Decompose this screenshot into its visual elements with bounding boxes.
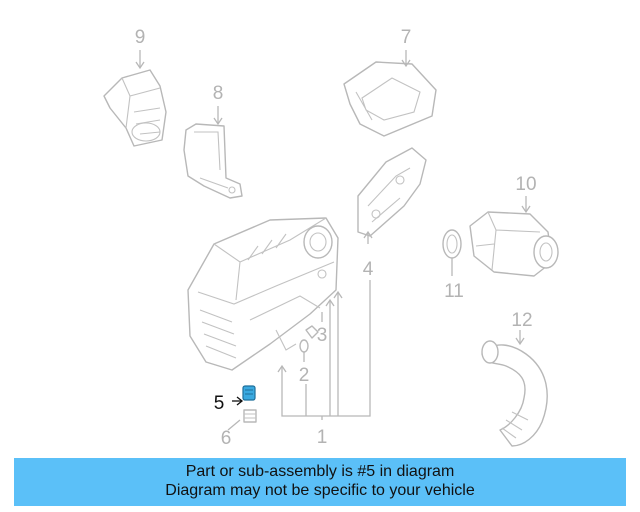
- part-8-bracket[interactable]: [183, 123, 243, 199]
- info-banner: Part or sub-assembly is #5 in diagram Di…: [14, 458, 626, 506]
- part-5-highlighted[interactable]: [242, 385, 256, 401]
- part-7-cover[interactable]: [343, 61, 437, 137]
- callout-1: 1: [317, 427, 328, 448]
- callout-12: 12: [511, 310, 532, 331]
- callout-9: 9: [135, 27, 146, 48]
- part-9-intake-duct[interactable]: [103, 69, 167, 147]
- parts-diagram: 9 8 7 4 10 11 12: [103, 27, 559, 449]
- part-2-grommet[interactable]: [299, 339, 309, 353]
- callout-3: 3: [317, 325, 328, 346]
- part-3-clip[interactable]: [305, 325, 319, 339]
- callout-2: 2: [299, 365, 310, 386]
- banner-line-2: Diagram may not be specific to your vehi…: [165, 482, 475, 499]
- callout-7: 7: [401, 27, 412, 48]
- part-4-mount[interactable]: [357, 147, 427, 237]
- callout-1-leaders: [277, 230, 373, 420]
- part-11-o-ring[interactable]: [442, 229, 462, 259]
- part-12-hose[interactable]: [481, 340, 548, 447]
- callout-10: 10: [515, 174, 536, 195]
- callout-5: 5: [214, 393, 225, 414]
- part-6-bushing[interactable]: [243, 409, 257, 423]
- callout-4: 4: [363, 259, 374, 280]
- callout-6: 6: [221, 428, 232, 449]
- air-cleaner-box[interactable]: [187, 217, 339, 371]
- callout-8: 8: [213, 83, 224, 104]
- part-10-sensor[interactable]: [469, 211, 559, 277]
- callout-11: 11: [444, 281, 464, 302]
- banner-line-1: Part or sub-assembly is #5 in diagram: [185, 463, 455, 480]
